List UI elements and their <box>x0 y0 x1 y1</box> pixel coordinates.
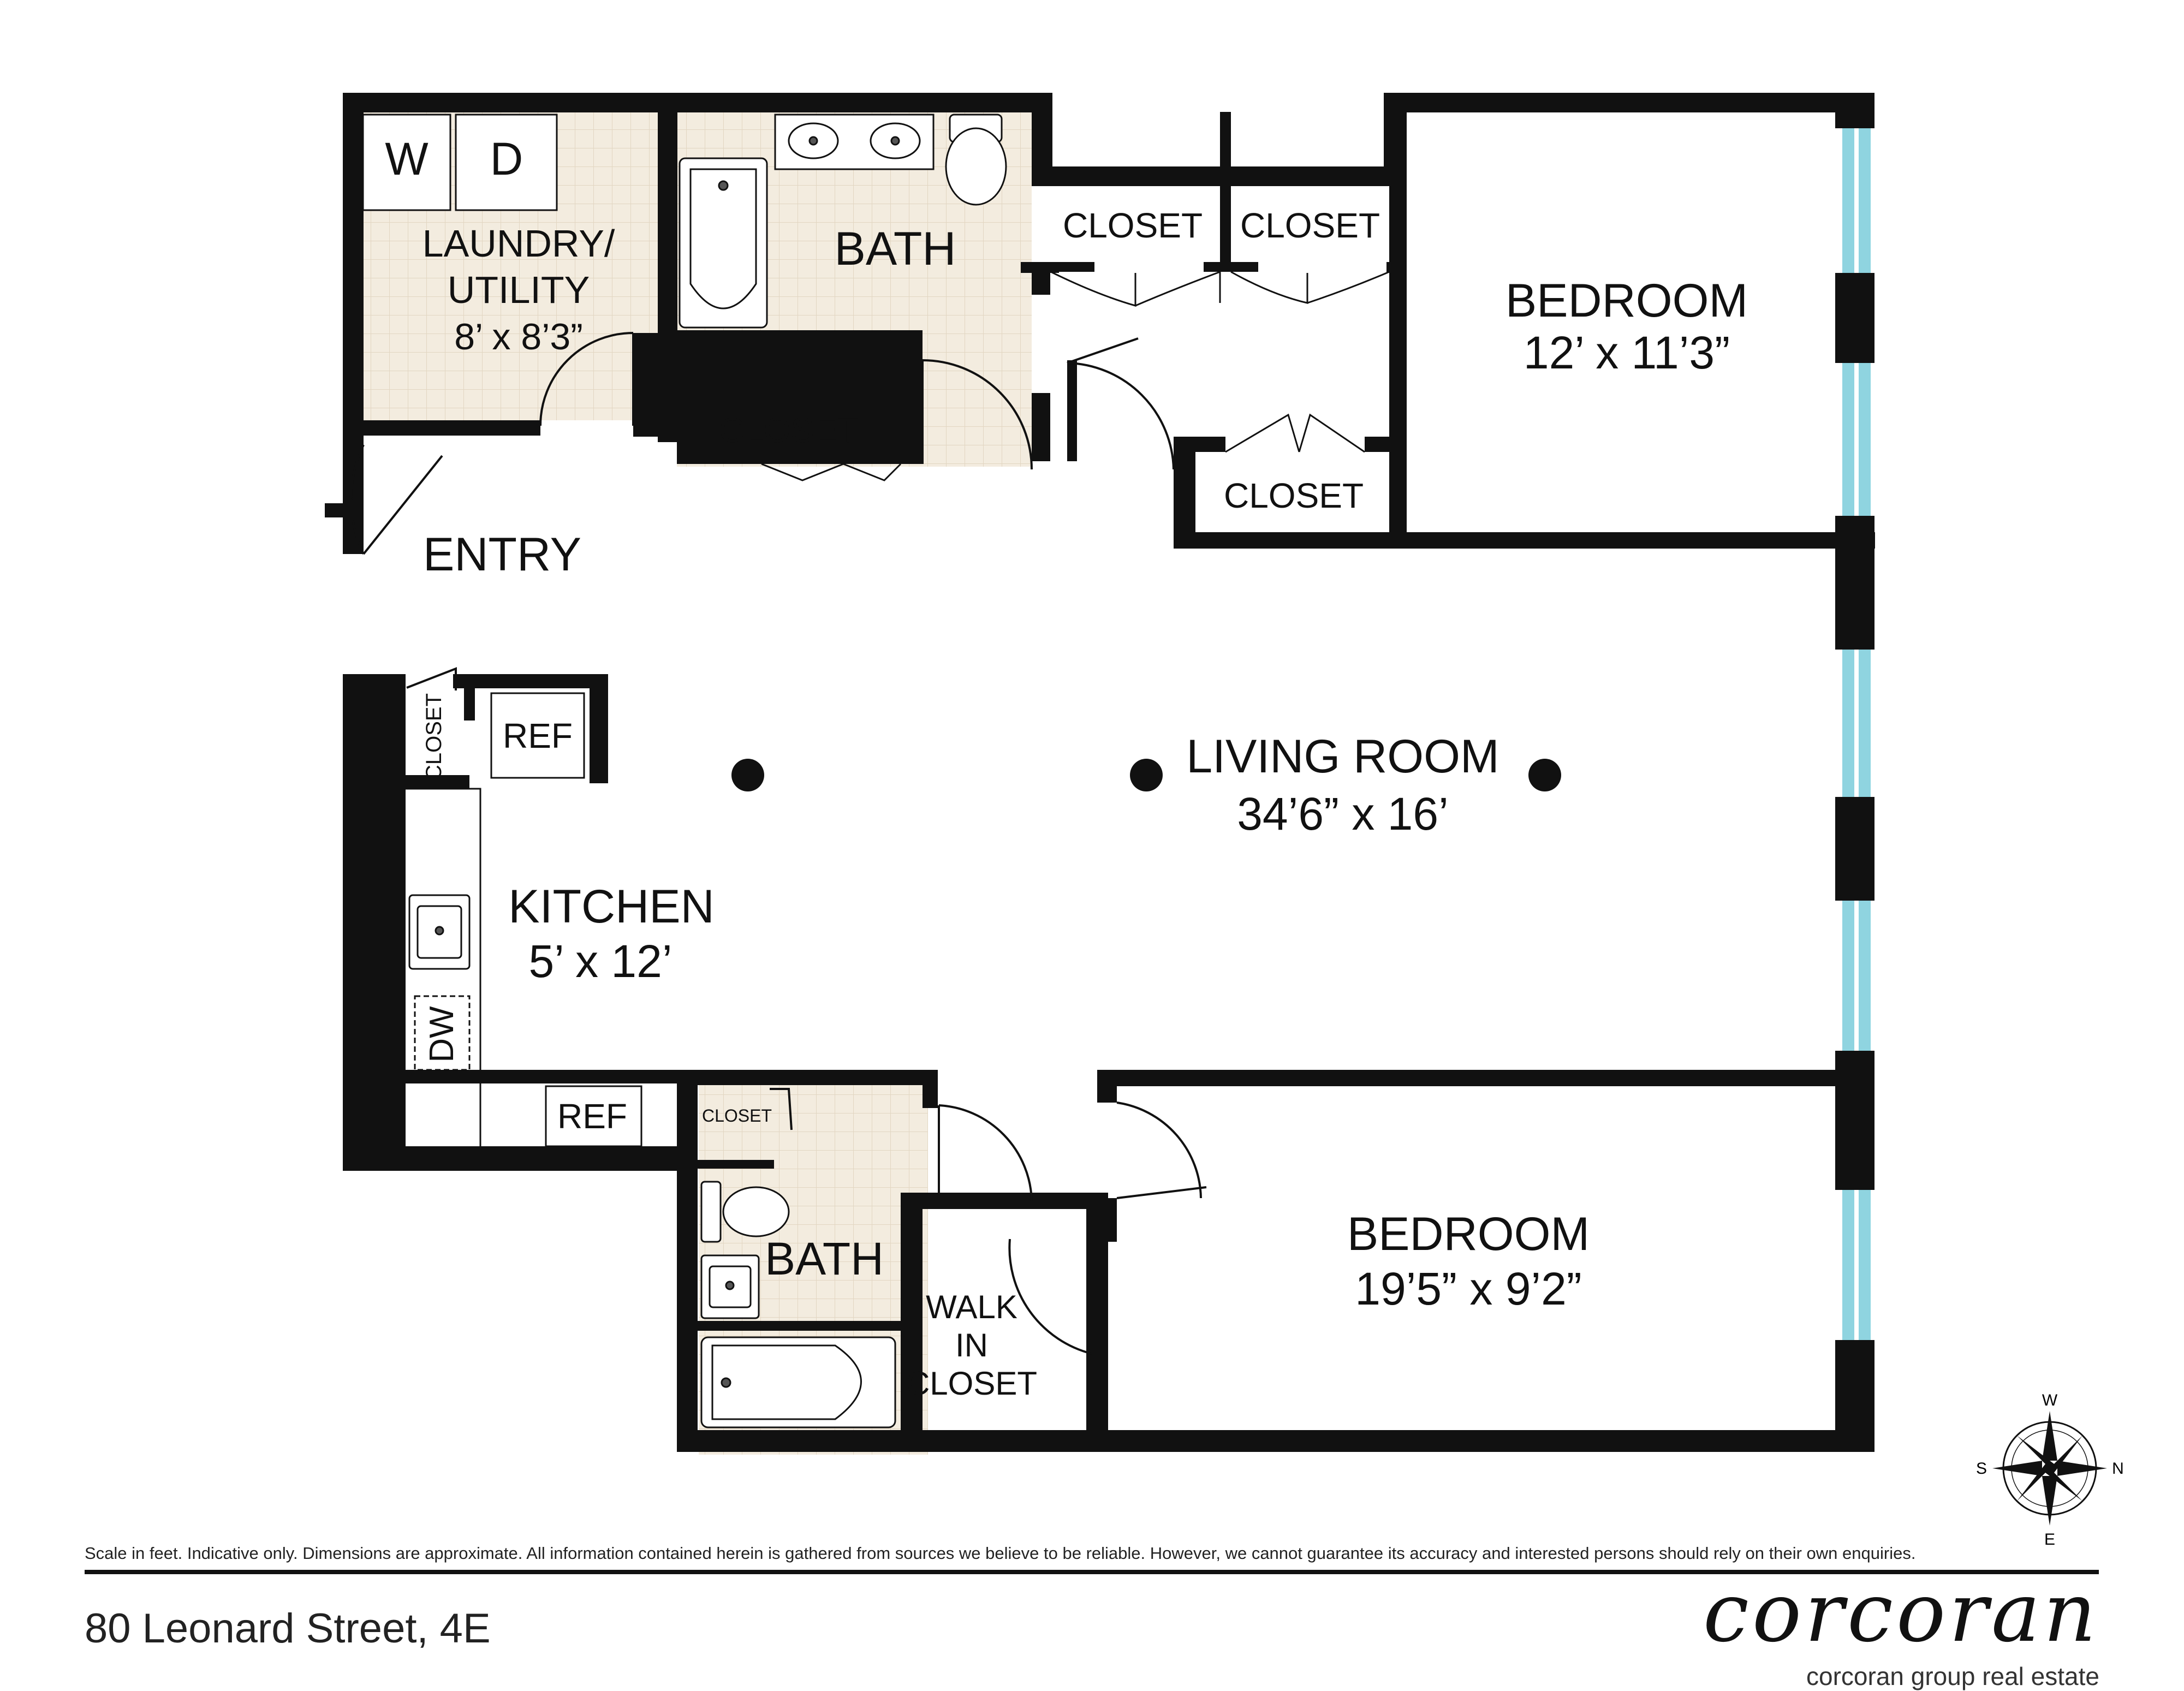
ref-label-lower: REF <box>557 1097 627 1136</box>
room-labels: W D LAUNDRY/ UTILITY 8’ x 8’3” BATH CLOS… <box>385 133 1748 1402</box>
compass-icon: W E S N <box>1976 1391 2124 1549</box>
listing-address: 80 Leonard Street, 4E <box>85 1605 491 1652</box>
walk-in-line-3: CLOSET <box>906 1365 1037 1402</box>
closet-label-top-2: CLOSET <box>1240 206 1380 245</box>
windows <box>1842 128 1871 1340</box>
footer-divider <box>85 1570 2099 1574</box>
living-room-title: LIVING ROOM <box>1186 730 1499 783</box>
closet-doors <box>761 271 1390 481</box>
second-bath-label: BATH <box>765 1233 884 1284</box>
closet-label-bath: CLOSET <box>719 410 859 450</box>
ref-label-upper: REF <box>503 716 573 755</box>
compass-s: S <box>1976 1460 1987 1478</box>
kitchen-dims: 5’ x 12’ <box>528 936 672 987</box>
columns <box>731 759 1561 791</box>
bedroom-1-title: BEDROOM <box>1505 275 1748 327</box>
living-room-dims: 34’6” x 16’ <box>1237 788 1449 839</box>
laundry-title-line-2: UTILITY <box>448 269 590 311</box>
dishwasher-label: DW <box>423 1006 461 1063</box>
main-bath-fixtures <box>679 114 1007 329</box>
brand-tagline: corcoran group real estate <box>1806 1662 2099 1690</box>
doors <box>350 332 1207 1355</box>
laundry-appliances <box>362 114 558 211</box>
laundry-dims: 8’ x 8’3” <box>454 316 583 358</box>
closet-label-top-1: CLOSET <box>1063 206 1203 245</box>
walls <box>343 93 1875 1452</box>
washer-label: W <box>385 133 428 184</box>
entry-label: ENTRY <box>423 528 581 581</box>
second-bath-fixtures <box>700 1181 896 1428</box>
closet-label-bedroom: CLOSET <box>1224 476 1364 515</box>
bedroom-2-title: BEDROOM <box>1347 1208 1590 1260</box>
brand-logo: corcoran <box>1703 1565 2099 1660</box>
closet-label-entry: CLOSET <box>422 693 446 781</box>
kitchen-title: KITCHEN <box>508 880 714 933</box>
laundry-title-line-1: LAUNDRY/ <box>422 222 615 265</box>
kitchen-fixtures <box>404 692 642 1150</box>
walk-in-line-1: WALK <box>926 1289 1017 1325</box>
compass-n: N <box>2112 1460 2124 1478</box>
dryer-label: D <box>490 133 523 184</box>
walk-in-line-2: IN <box>955 1327 988 1363</box>
bedroom-2-dims: 19’5” x 9’2” <box>1355 1263 1582 1314</box>
brand-block: corcoran corcoran group real estate <box>1703 1572 2099 1691</box>
main-bath-label: BATH <box>835 223 956 275</box>
compass-e: E <box>2044 1531 2055 1549</box>
disclaimer-text: Scale in feet. Indicative only. Dimensio… <box>85 1544 1916 1563</box>
bedroom-1-dims: 12’ x 11’3” <box>1524 327 1730 378</box>
compass-w: W <box>2042 1391 2058 1409</box>
closet-label-small: CLOSET <box>702 1106 772 1126</box>
entry-arrow-icon <box>325 491 363 529</box>
